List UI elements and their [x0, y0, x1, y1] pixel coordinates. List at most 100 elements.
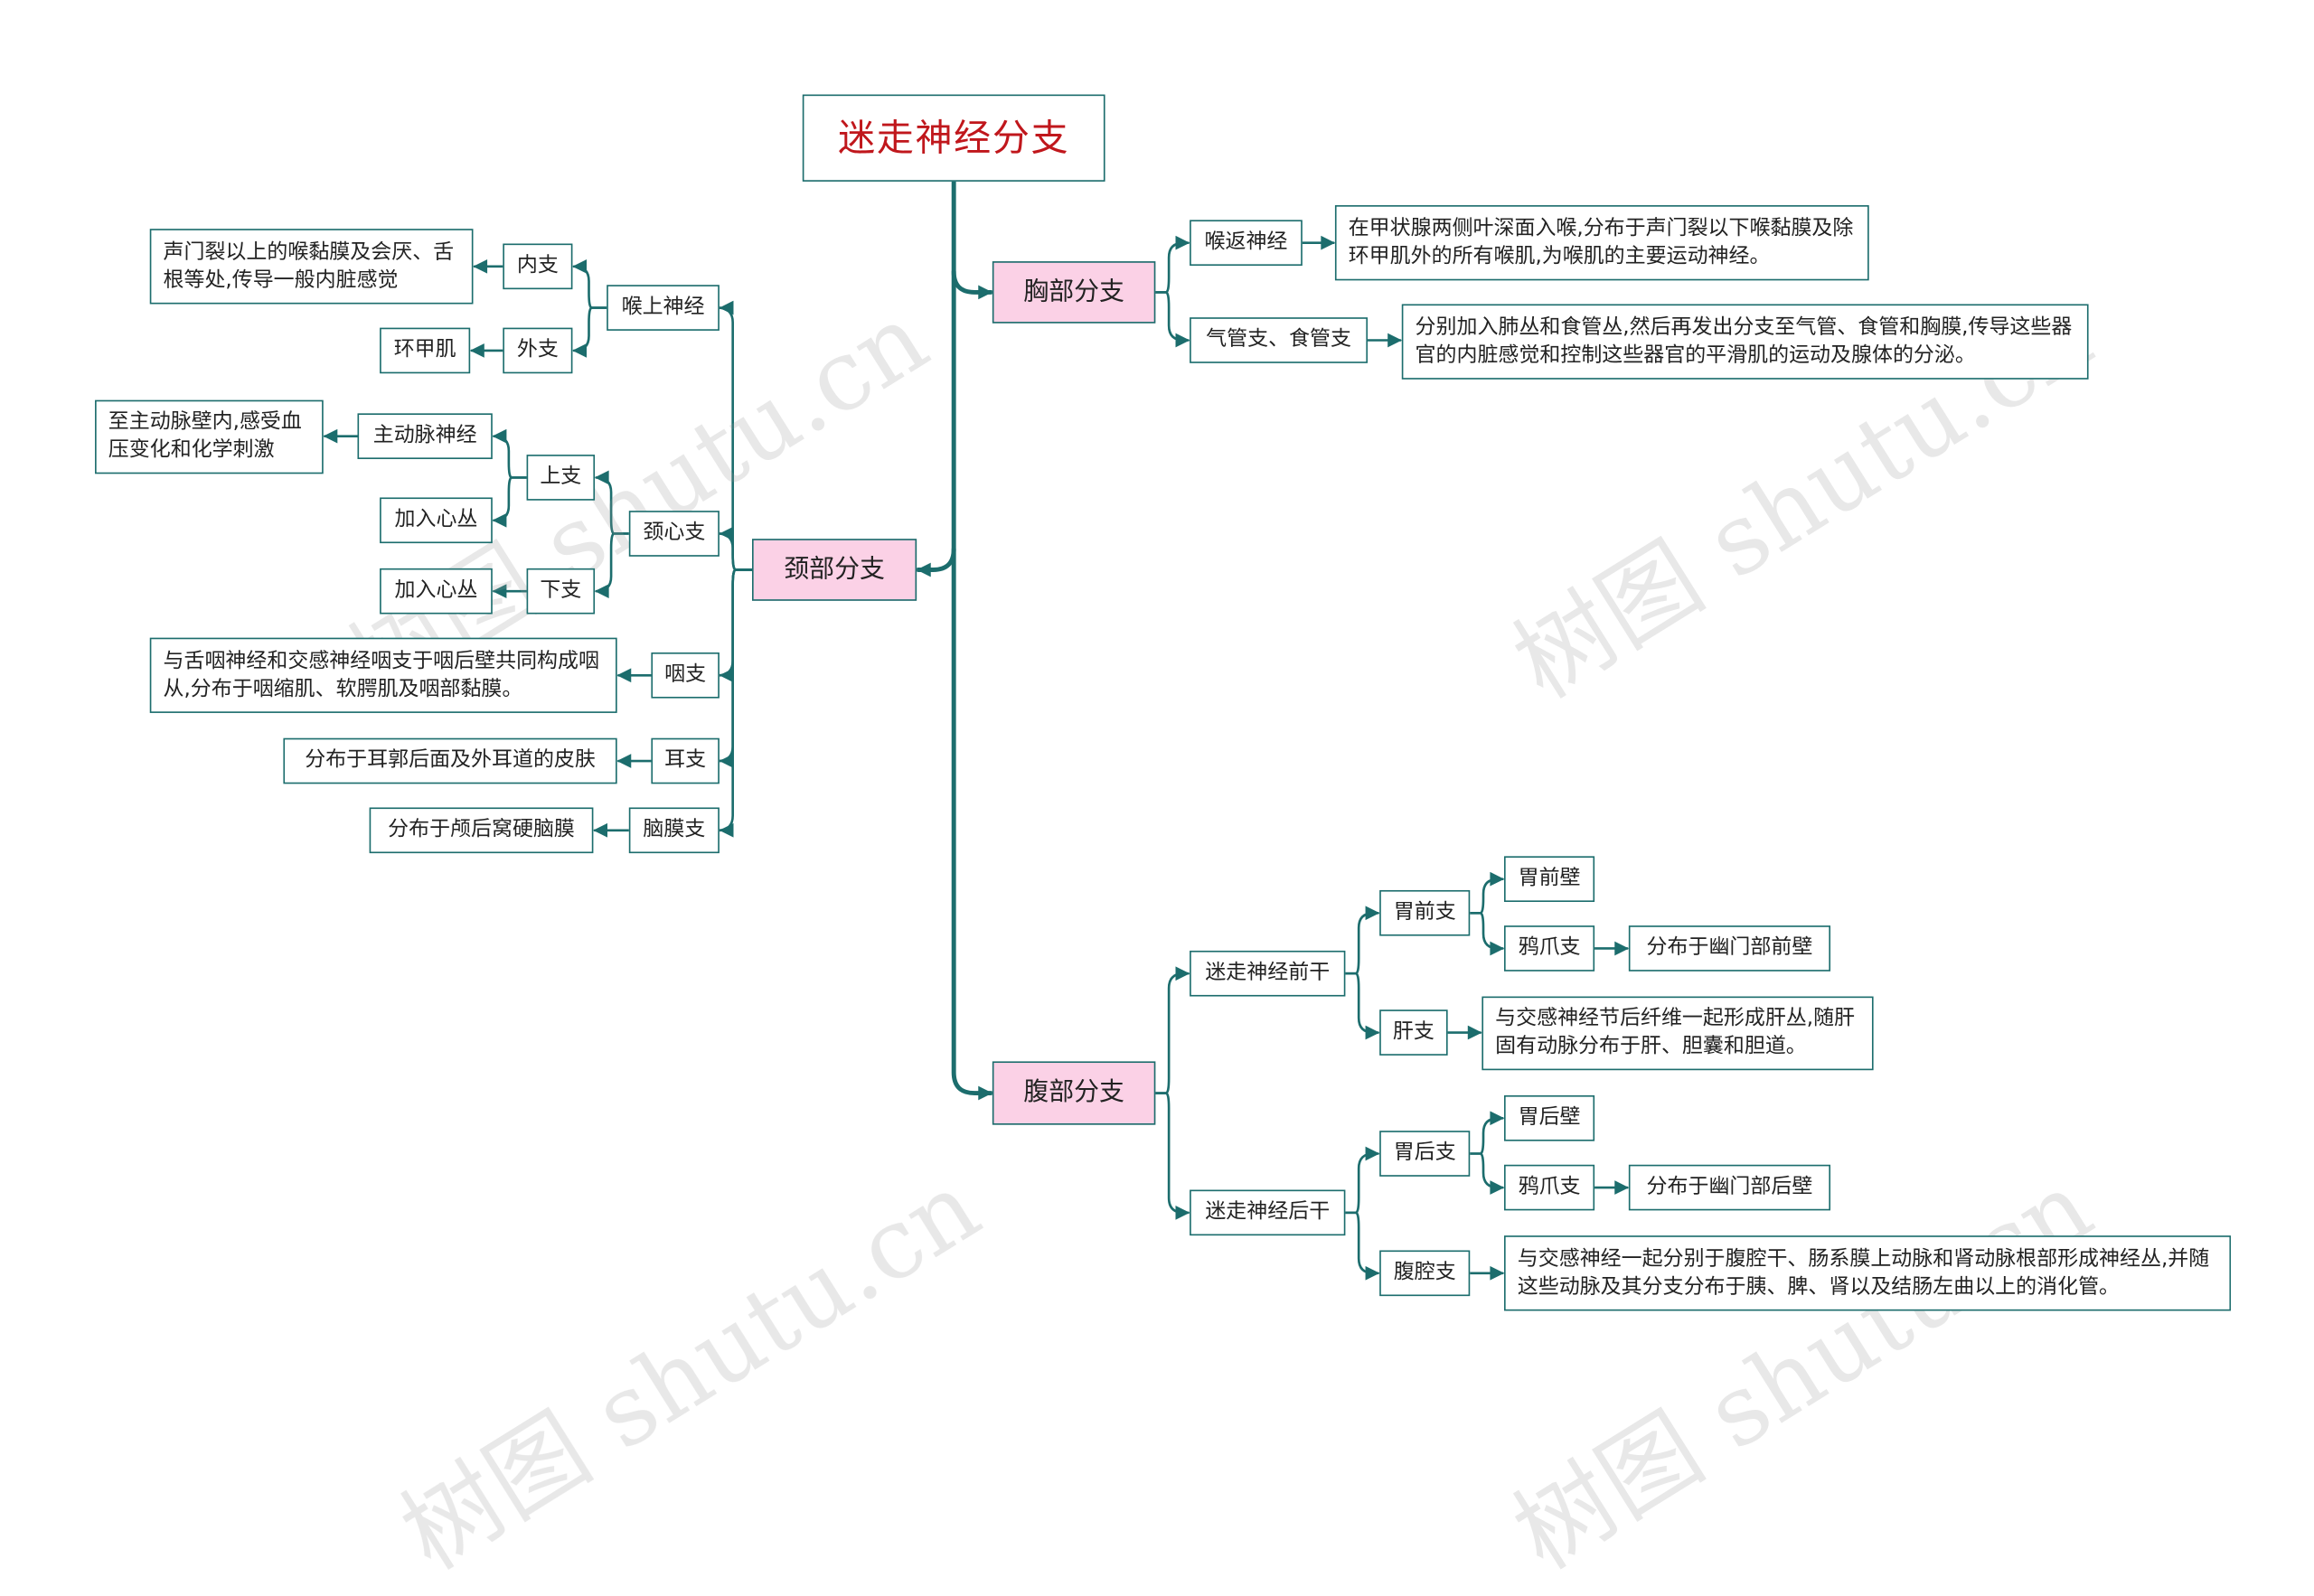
node-hepatic-branch[interactable]: 肝支 [1379, 1009, 1448, 1056]
arrow-head [323, 428, 338, 444]
arrow-head [572, 258, 588, 274]
arrow-head [1365, 1025, 1380, 1040]
arrow-head [616, 754, 632, 768]
node-internal-branch[interactable]: 内支 [503, 243, 573, 290]
desc-pharyngeal-branch: 与舌咽神经和交感神经咽支于咽后壁共同构成咽从,分布于咽缩肌、软腭肌及咽部黏膜。 [149, 637, 617, 713]
node-upper-branch[interactable]: 上支 [526, 455, 596, 501]
node-external-branch[interactable]: 外支 [503, 327, 573, 374]
connector-line [493, 476, 528, 522]
arrow-head [492, 428, 507, 444]
connector-line [718, 568, 754, 677]
desc-celiac-branch: 与交感神经一起分别于腹腔干、肠系膜上动脉和肾动脉根部形成神经丛,并随这些动脉及其… [1503, 1235, 2232, 1311]
node-tracheal-esophageal[interactable]: 气管支、食管支 [1190, 317, 1369, 363]
node-pharyngeal-branch[interactable]: 咽支 [651, 652, 720, 699]
branch-chest[interactable]: 胸部分支 [992, 261, 1156, 324]
arrow-head [1365, 1146, 1380, 1161]
desc-external-branch: 环甲肌 [380, 327, 471, 374]
desc-posterior-crow-foot: 分布于幽门部后壁 [1628, 1164, 1831, 1211]
connector-line [1154, 1092, 1190, 1215]
desc-aortic-nerve: 至主动脉壁内,感受血压变化和化学刺激 [95, 399, 324, 474]
arrow-head [492, 584, 507, 599]
arrow-head [1490, 1265, 1505, 1281]
arrow-head [593, 822, 607, 838]
node-anterior-gastric-wall[interactable]: 胃前壁 [1503, 856, 1595, 903]
arrow-head [719, 526, 734, 541]
arrow-head [1614, 1180, 1630, 1195]
connector-line [572, 306, 608, 352]
connector-line [1154, 291, 1190, 342]
arrow-head [719, 300, 734, 315]
desc-tracheal-esophageal: 分别加入肺丛和食管丛,然后再发出分支至气管、食管和胸膜,传导这些器官的内脏感觉和… [1401, 304, 2089, 380]
arrow-head [1614, 941, 1630, 956]
node-lower-branch[interactable]: 下支 [526, 568, 596, 615]
node-meningeal-branch[interactable]: 脑膜支 [628, 807, 720, 854]
connector-line [572, 265, 608, 309]
mind-map: 树图 shutu.cn 树图 shutu.cn 树图 shutu.cn 树图 s… [95, 94, 2232, 1591]
connector-lines [323, 179, 1630, 1281]
branch-abdomen[interactable]: 腹部分支 [992, 1061, 1156, 1125]
node-cardiac-plexus-lower[interactable]: 加入心丛 [380, 568, 493, 615]
node-posterior-gastric[interactable]: 胃后支 [1379, 1131, 1471, 1177]
desc-auricular-branch: 分布于耳郭后面及外耳道的皮肤 [283, 737, 617, 784]
connector-line [718, 568, 754, 763]
connector-line [1154, 972, 1190, 1094]
desc-hepatic-branch: 与交感神经节后纤维一起形成肝丛,随肝固有动脉分布于肝、胆囊和胆道。 [1482, 996, 1874, 1071]
desc-anterior-crow-foot: 分布于幽门部前壁 [1628, 925, 1831, 972]
arrow-head [1490, 871, 1505, 887]
arrow-head [1321, 235, 1336, 250]
root-node[interactable]: 迷走神经分支 [802, 94, 1105, 182]
connector-line [1344, 972, 1379, 1034]
node-cardiac-plexus-upper[interactable]: 加入心丛 [380, 497, 493, 544]
arrow-head [719, 822, 734, 838]
trunk-line [916, 547, 956, 572]
node-anterior-crow-foot[interactable]: 鸦爪支 [1503, 925, 1595, 972]
connector-line [1344, 1211, 1379, 1275]
arrow-head [1175, 966, 1190, 981]
connector-line [493, 435, 528, 479]
connector-line [718, 306, 754, 571]
node-posterior-crow-foot[interactable]: 鸦爪支 [1503, 1164, 1595, 1211]
arrow-head [470, 343, 484, 358]
connector-line [1344, 1152, 1379, 1215]
arrow-head [719, 668, 734, 683]
node-posterior-gastric-wall[interactable]: 胃后壁 [1503, 1094, 1595, 1141]
arrow-head [719, 754, 734, 768]
connector-line [1468, 1116, 1504, 1155]
connector-line [1468, 878, 1504, 915]
desc-meningeal-branch: 分布于颅后窝硬脑膜 [369, 807, 594, 854]
trunk-line [951, 179, 993, 1095]
desc-internal-branch: 声门裂以上的喉黏膜及会厌、舌根等处,传导一般内脏感觉 [149, 229, 474, 305]
arrow-head [1175, 333, 1190, 348]
connector-line [595, 532, 631, 593]
arrow-head [492, 512, 507, 528]
arrow-head [978, 285, 993, 300]
trunk-line [951, 269, 993, 295]
arrow-head [594, 470, 609, 485]
node-recurrent-laryngeal[interactable]: 喉返神经 [1190, 220, 1303, 267]
arrow-head [916, 562, 931, 577]
node-posterior-trunk[interactable]: 迷走神经后干 [1190, 1189, 1346, 1236]
arrow-head [1490, 1111, 1505, 1126]
arrow-head [473, 258, 488, 274]
arrow-head [1490, 941, 1505, 956]
node-celiac-branch[interactable]: 腹腔支 [1379, 1250, 1471, 1297]
connector-line [1154, 241, 1190, 294]
node-cervical-cardiac[interactable]: 颈心支 [628, 511, 720, 557]
arrow-head [1387, 333, 1402, 348]
arrow-head [1490, 1180, 1505, 1195]
arrow-head [572, 343, 588, 358]
connector-line [1468, 911, 1504, 950]
arrow-head [1365, 1265, 1380, 1281]
node-aortic-nerve[interactable]: 主动脉神经 [357, 413, 493, 459]
connector-line [1344, 911, 1379, 975]
arrow-head [978, 1085, 993, 1101]
node-superior-laryngeal[interactable]: 喉上神经 [607, 285, 720, 331]
arrow-head [1175, 235, 1190, 250]
branch-neck[interactable]: 颈部分支 [751, 539, 917, 601]
desc-recurrent-laryngeal: 在甲状腺两侧叶深面入喉,分布于声门裂以下喉黏膜及除环甲肌外的所有喉肌,为喉肌的主… [1334, 205, 1869, 281]
node-anterior-gastric[interactable]: 胃前支 [1379, 889, 1471, 936]
connector-line [718, 568, 754, 832]
node-auricular-branch[interactable]: 耳支 [651, 737, 720, 784]
node-anterior-trunk[interactable]: 迷走神经前干 [1190, 950, 1346, 997]
arrow-head [1175, 1205, 1190, 1220]
